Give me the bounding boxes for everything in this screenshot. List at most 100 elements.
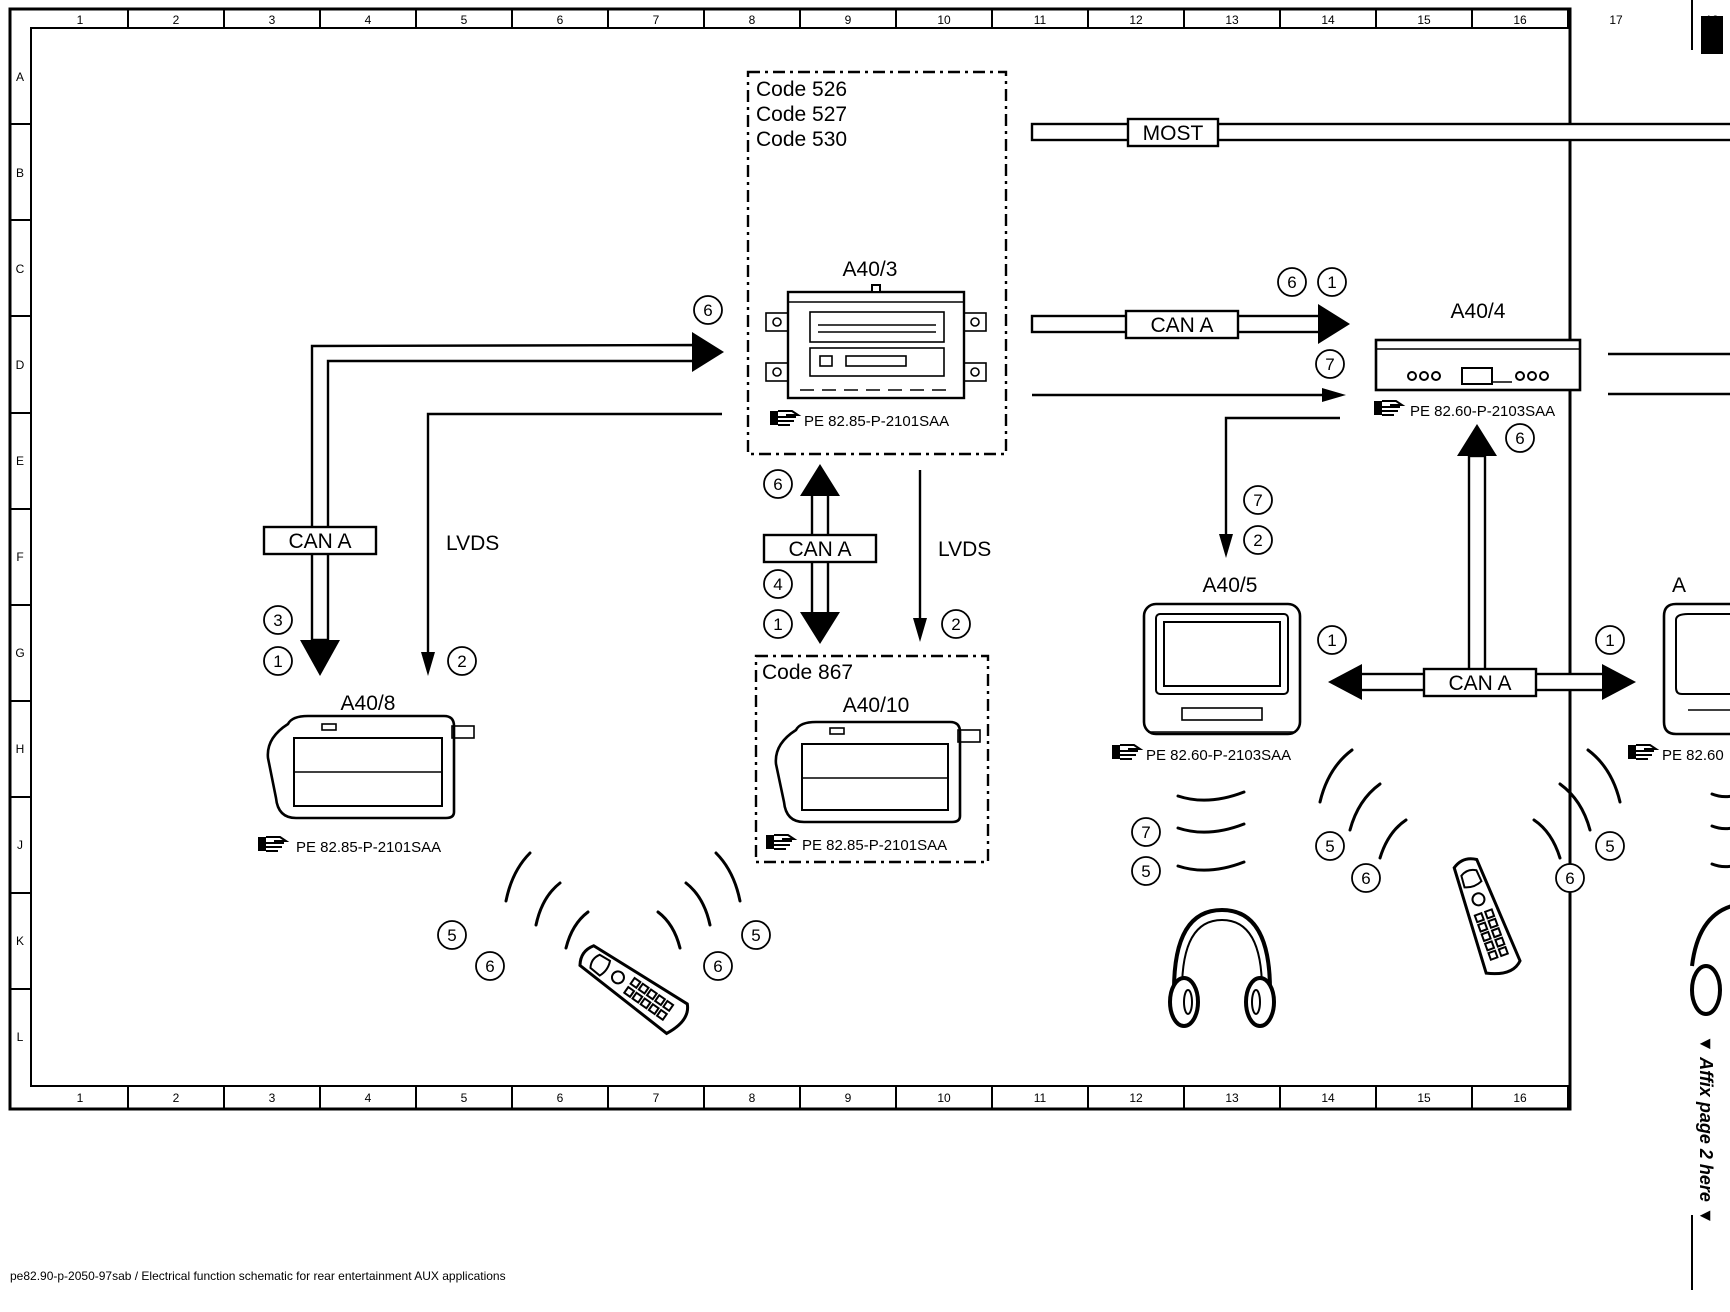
col-label: 8 xyxy=(749,13,756,27)
col-label: 10 xyxy=(937,13,951,27)
svg-text:7: 7 xyxy=(1253,491,1262,510)
a40-10-unit: A40/10 PE 82.85-P-2101SAA xyxy=(765,694,981,854)
reference-hand-icon xyxy=(1373,400,1403,416)
a40-4-outputs xyxy=(1608,352,1730,396)
col-label: 12 xyxy=(1129,13,1143,27)
ref-a40-8: PE 82.85-P-2101SAA xyxy=(296,839,441,856)
reference-hand-icon xyxy=(1111,744,1141,760)
row-label: E xyxy=(16,454,24,468)
most-bus: MOST xyxy=(1030,117,1730,148)
a40-8-unit: A40/8 PE 82.85-P-2101SAA xyxy=(257,692,475,856)
svg-text:3: 3 xyxy=(273,611,282,630)
ref-a40-5: PE 82.60-P-2103SAA xyxy=(1146,747,1291,764)
row-label: D xyxy=(16,358,25,372)
can-a-label: CAN A xyxy=(1150,314,1213,337)
marker-7: 7 xyxy=(1131,817,1161,847)
can-a-label: CAN A xyxy=(1448,672,1511,695)
col-label: 5 xyxy=(461,1091,468,1105)
svg-text:6: 6 xyxy=(485,957,494,976)
code-box-867 xyxy=(754,654,990,864)
lvds-left-line: LVDS xyxy=(421,412,722,676)
a40-4-unit: A40/4 PE 82.60-P-2103SAA xyxy=(1373,300,1582,420)
marker-5: 5 xyxy=(1315,831,1345,861)
col-label: 1 xyxy=(77,1091,84,1105)
marker-1: 1 xyxy=(263,646,293,676)
svg-text:1: 1 xyxy=(1327,273,1336,292)
col-label: 1 xyxy=(77,13,84,27)
col-label: 14 xyxy=(1321,1091,1335,1105)
headphones-icon xyxy=(1168,908,1276,1028)
component-label-a40-5: A40/5 xyxy=(1203,574,1258,597)
svg-text:5: 5 xyxy=(751,926,760,945)
svg-text:6: 6 xyxy=(713,957,722,976)
svg-text:5: 5 xyxy=(447,926,456,945)
can-a-left-bus: CAN A xyxy=(262,332,724,676)
row-label: L xyxy=(17,1030,24,1044)
signal-line-a40-4-to-a40-5 xyxy=(1219,416,1340,558)
marker-2: 2 xyxy=(941,609,971,639)
code-box-526-527-530 xyxy=(746,70,1008,456)
col-label: 7 xyxy=(653,1091,660,1105)
row-ruler xyxy=(10,123,31,990)
svg-text:6: 6 xyxy=(1361,869,1370,888)
reference-hand-icon xyxy=(769,410,799,426)
signal-line-a40-3-to-a40-4 xyxy=(1032,388,1346,402)
svg-text:7: 7 xyxy=(1141,823,1150,842)
row-label: G xyxy=(15,646,24,660)
col-label: 11 xyxy=(1034,1091,1047,1105)
marker-7: 7 xyxy=(1243,485,1273,515)
marker-7: 7 xyxy=(1315,349,1345,379)
affix-page-note: ▼ Affix page 2 here ▼ xyxy=(1696,1035,1716,1225)
row-label: C xyxy=(16,262,25,276)
col-label: 2 xyxy=(173,1091,180,1105)
can-a-monitor-bus: CAN A xyxy=(1328,424,1636,700)
marker-2: 2 xyxy=(447,646,477,676)
svg-text:7: 7 xyxy=(1325,355,1334,374)
col-label: 11 xyxy=(1034,13,1047,27)
component-label-a40-10: A40/10 xyxy=(843,694,910,717)
footer-caption: pe82.90-p-2050-97sab / Electrical functi… xyxy=(10,1269,506,1283)
row-label: K xyxy=(16,934,24,948)
lvds-center-line: LVDS xyxy=(913,470,991,642)
svg-text:5: 5 xyxy=(1605,837,1614,856)
col-label: 7 xyxy=(653,13,660,27)
page-binding-edge: ▼ Affix page 2 here ▼ xyxy=(1691,0,1723,1290)
marker-6: 6 xyxy=(703,951,733,981)
col-label: 9 xyxy=(845,13,852,27)
svg-text:5: 5 xyxy=(1325,837,1334,856)
svg-text:5: 5 xyxy=(1141,862,1150,881)
col-label: 5 xyxy=(461,13,468,27)
column-labels-bottom: 1 2 3 4 5 6 7 8 9 10 11 12 13 14 15 16 xyxy=(77,1091,1527,1105)
headphones-partial-right xyxy=(1690,792,1730,1016)
can-a-label: CAN A xyxy=(788,538,851,561)
component-label-a40-6: A xyxy=(1672,574,1686,597)
can-a-label: CAN A xyxy=(288,530,351,553)
marker-3: 3 xyxy=(263,605,293,635)
headphones-set xyxy=(1168,790,1276,1028)
col-label: 6 xyxy=(557,1091,564,1105)
svg-text:4: 4 xyxy=(773,575,782,594)
row-label: F xyxy=(16,550,23,564)
signal-number-markers: 6 3 1 2 6 4 1 2 6 1 7 6 7 2 1 1 7 5 5 6 … xyxy=(263,267,1625,981)
svg-text:6: 6 xyxy=(703,301,712,320)
row-label: B xyxy=(16,166,24,180)
col-label: 10 xyxy=(937,1091,951,1105)
code-label: Code 527 xyxy=(756,103,847,126)
svg-text:6: 6 xyxy=(1565,869,1574,888)
svg-text:1: 1 xyxy=(1327,631,1336,650)
col-label: 2 xyxy=(173,13,180,27)
marker-6: 6 xyxy=(1277,267,1307,297)
component-label-a40-8: A40/8 xyxy=(341,692,396,715)
column-ruler xyxy=(127,9,1569,1109)
code-label: Code 530 xyxy=(756,128,847,151)
col-label: 13 xyxy=(1225,13,1239,27)
svg-text:1: 1 xyxy=(1605,631,1614,650)
marker-4: 4 xyxy=(763,569,793,599)
reference-hand-icon xyxy=(1627,744,1657,760)
marker-5: 5 xyxy=(741,920,771,950)
marker-1: 1 xyxy=(1317,625,1347,655)
marker-6: 6 xyxy=(1351,863,1381,893)
marker-6: 6 xyxy=(475,951,505,981)
component-label-a40-3: A40/3 xyxy=(843,258,898,281)
